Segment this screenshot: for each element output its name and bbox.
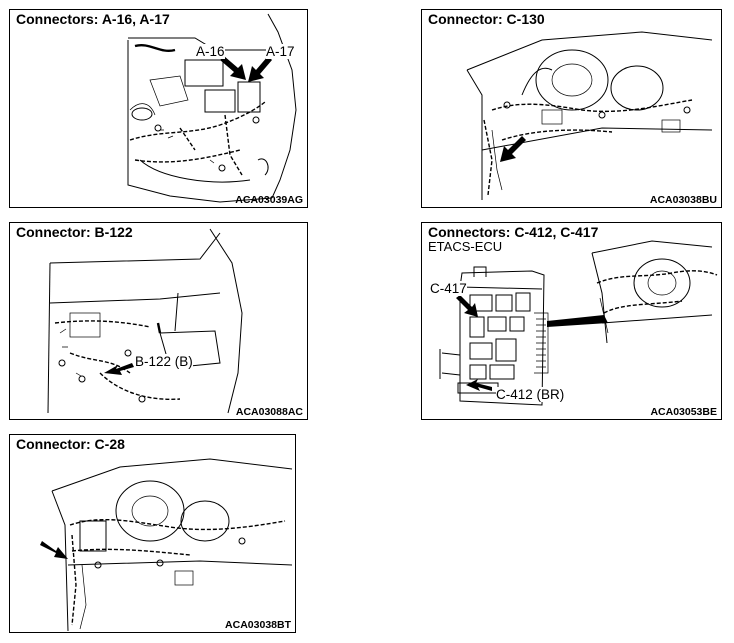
panel-title: Connector: C-28 xyxy=(16,436,125,452)
panel-a16-a17: Connectors: A-16, A-17 A-16 A-17 ACA0303… xyxy=(9,9,308,208)
dashboard-illustration xyxy=(466,31,713,200)
panel-c130: Connector: C-130 ACA03038BU xyxy=(421,9,722,208)
panel-subtitle: ETACS-ECU xyxy=(428,239,503,254)
panel-title: Connectors: A-16, A-17 xyxy=(16,11,170,27)
connector-label-a17: A-17 xyxy=(266,44,295,59)
panel-title: Connector: B-122 xyxy=(16,224,133,240)
figure-code: ACA03039AG xyxy=(235,194,303,206)
connector-label-c417: C-417 xyxy=(430,281,467,296)
figure-code: ACA03038BT xyxy=(225,619,291,631)
etacs-ecu-illustration xyxy=(439,240,718,406)
connector-label-c412: C-412 (BR) xyxy=(496,387,565,402)
engine-bay-illustration xyxy=(127,13,297,203)
figure-code: ACA03053BE xyxy=(650,406,717,418)
connector-label-b122: B-122 (B) xyxy=(135,354,193,369)
panel-c28: Connector: C-28 ACA03038BT xyxy=(9,434,296,633)
panel-title: Connectors: C-412, C-417 xyxy=(428,224,599,240)
panel-c412-c417: Connectors: C-412, C-417 ETACS-ECU C-417… xyxy=(421,222,722,420)
figure-code: ACA03038BU xyxy=(649,194,717,206)
connector-label-a16: A-16 xyxy=(196,44,225,59)
panel-b122: Connector: B-122 B-122 (B) ACA03088AC xyxy=(9,222,308,420)
panel-title: Connector: C-130 xyxy=(428,11,545,27)
dashboard-left-illustration xyxy=(40,458,293,632)
engine-compartment-illustration xyxy=(47,228,243,414)
figure-code: ACA03088AC xyxy=(235,406,303,418)
